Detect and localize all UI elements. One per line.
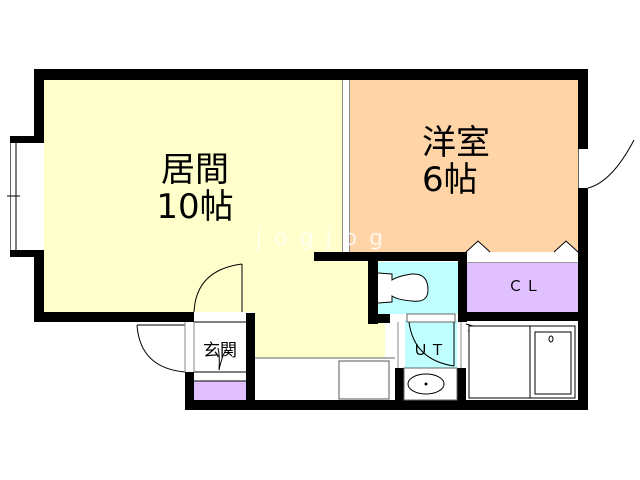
- wall-closet-bottom: [458, 312, 588, 321]
- wall-western-bottom: [314, 252, 466, 261]
- watermark: jogjog: [256, 226, 396, 251]
- wall-right: [578, 69, 588, 149]
- wall-left-upper: [34, 69, 44, 139]
- living-hall-floor: [255, 258, 385, 358]
- living-room-size: 10帖: [156, 186, 234, 227]
- western-room-size: 6帖: [422, 159, 478, 200]
- wall-entrance-right: [246, 313, 255, 408]
- right-door-opening: [578, 149, 588, 188]
- living-room-name: 居間: [161, 150, 229, 190]
- wall-toilet-bottom: [368, 314, 390, 323]
- wall-entrance-left: [185, 372, 194, 408]
- closet-shelf-strip: [467, 252, 578, 263]
- window-frame-bottom: [10, 250, 44, 257]
- wall-left-lower: [34, 248, 44, 322]
- sliding-partition[interactable]: [342, 80, 350, 252]
- entrance-label: 玄関: [203, 341, 237, 361]
- wall-ut-right: [457, 368, 466, 408]
- wall-bottom: [185, 400, 588, 410]
- western-room-name: 洋室: [422, 123, 490, 163]
- wall-top: [34, 69, 588, 80]
- closet-label: ＣＬ: [507, 277, 542, 295]
- unit-bath-label: ＵＴ: [412, 341, 447, 359]
- closet-floor: [467, 262, 578, 312]
- entrance-storage: [194, 381, 246, 401]
- living-room-label: 居間 10帖: [140, 152, 250, 225]
- western-room-label: 洋室 6帖: [422, 125, 522, 198]
- wall-right-lower: [578, 188, 588, 410]
- western-room-floor: [350, 80, 578, 252]
- wall-living-bottom: [34, 312, 194, 322]
- wall-toilet-left: [368, 252, 378, 324]
- window-frame-top: [10, 136, 44, 143]
- wall-toilet-right: [458, 252, 467, 322]
- wall-ut-left: [395, 368, 404, 408]
